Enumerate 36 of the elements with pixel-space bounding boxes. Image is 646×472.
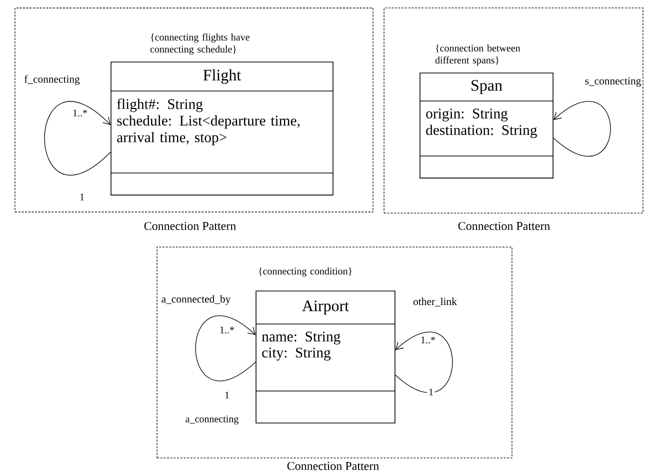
class-name: Flight	[203, 69, 242, 84]
attribute-text: origin: String	[426, 108, 508, 122]
class-name: Span	[472, 80, 502, 94]
panel-caption: Connection Pattern	[458, 222, 550, 230]
edge-label: s_connecting	[585, 77, 641, 87]
constraint-note: {connecting flights have connecting schedule}	[150, 33, 250, 55]
self-loop-arrow	[395, 332, 453, 393]
class-box	[110, 62, 334, 196]
dashed-panel	[156, 246, 512, 458]
self-loop-arrow	[44, 101, 111, 176]
self-loop-arrow	[195, 315, 256, 382]
multiplicity-label: 1..*	[71, 108, 89, 118]
multiplicity-label: 1..*	[218, 325, 236, 335]
attribute-text: name: String	[262, 332, 340, 344]
attribute-text: destination: String	[426, 124, 537, 138]
multiplicity-label: 1	[427, 387, 435, 397]
multiplicity-label: a_connecting	[184, 414, 240, 426]
edge-label: a_connected_by	[162, 295, 231, 305]
attribute-text: flight#: String	[117, 98, 203, 112]
class-box	[420, 72, 554, 178]
edge-label: f_connecting	[24, 75, 80, 85]
constraint-note: {connecting condition}	[258, 267, 352, 277]
class-name: Airport	[302, 300, 349, 314]
panel-caption: Connection Pattern	[287, 462, 379, 470]
class-box	[256, 290, 396, 424]
constraint-note: {connection between different spans}	[435, 44, 520, 66]
self-loop-arrow	[553, 101, 611, 156]
edge-label: other_link	[413, 298, 457, 306]
panel-caption: Connection Pattern	[144, 222, 236, 230]
multiplicity-label: 1	[223, 390, 231, 400]
attribute-text: schedule: List<departure time, arrival time, stop>	[117, 115, 300, 146]
multiplicity-label: 1	[78, 192, 86, 202]
dashed-panel	[14, 8, 374, 212]
dashed-panel	[384, 8, 644, 214]
attribute-text: city: String	[262, 348, 331, 361]
multiplicity-label: 1..*	[419, 335, 437, 345]
